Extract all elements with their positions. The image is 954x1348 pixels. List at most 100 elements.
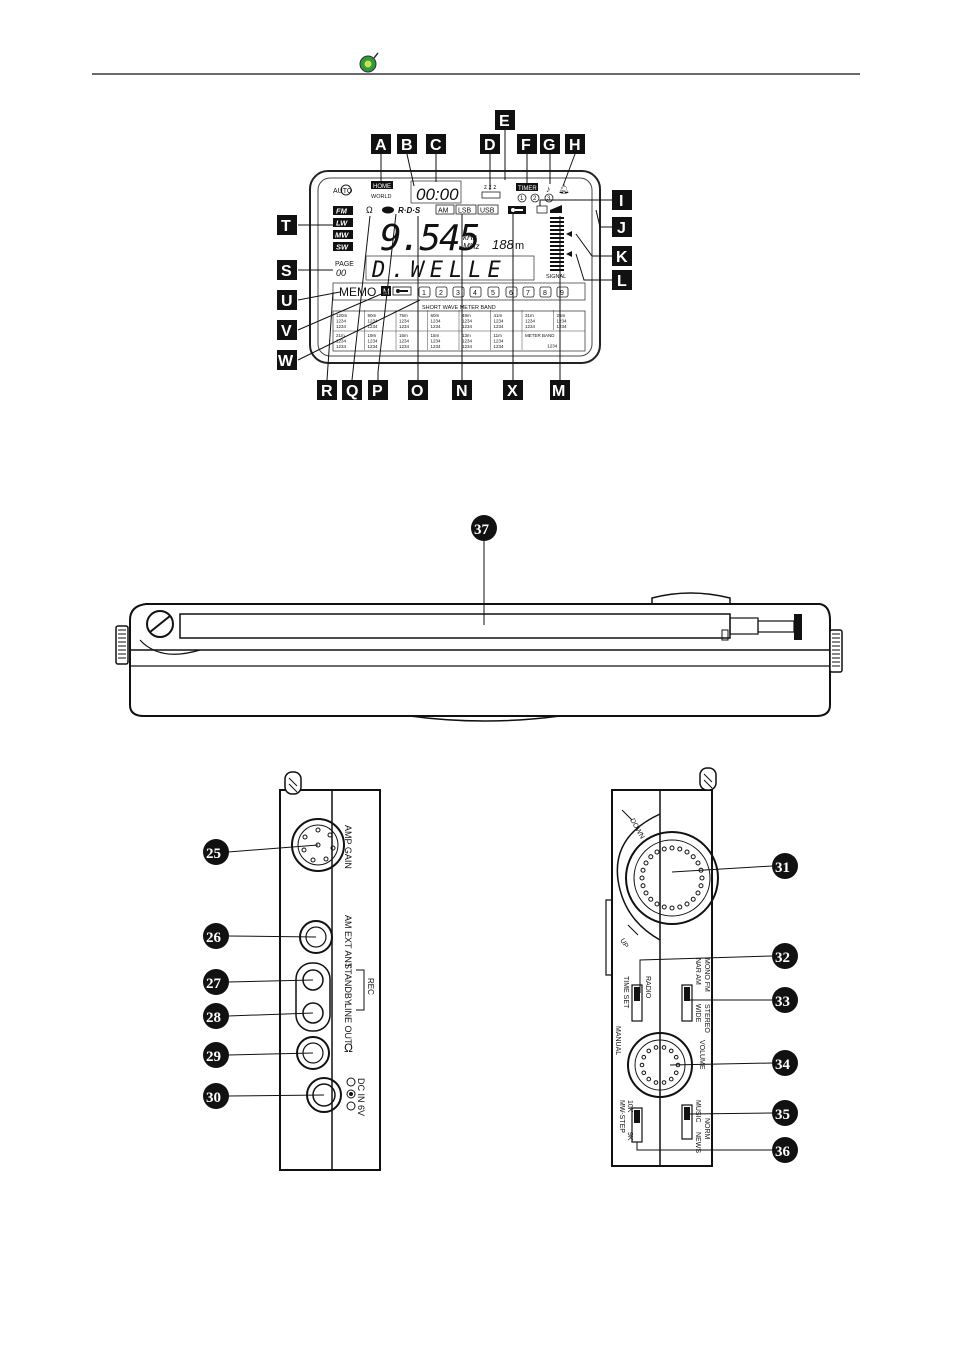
callout-N: N <box>456 383 468 400</box>
dial-dot <box>690 896 696 902</box>
memo-label: MEMO <box>339 285 376 299</box>
label-ampgain: AMP GAIN <box>343 825 353 869</box>
svg-text:9: 9 <box>560 290 564 297</box>
callout-S: S <box>281 263 292 280</box>
band-cell-value: 1234 <box>557 319 568 324</box>
band-sw: SW <box>336 243 349 252</box>
volume-dot <box>661 1045 667 1050</box>
label-standby: STANDBY <box>343 963 353 1005</box>
station-box <box>365 255 535 281</box>
dial-dot <box>698 883 704 889</box>
svg-text:7: 7 <box>526 290 530 297</box>
band-cell-label: 120m <box>336 313 348 318</box>
signal-meter <box>550 217 572 271</box>
alarm-bell-icon: 🔔︎ <box>558 184 569 194</box>
callout-35: 35 <box>775 1107 790 1123</box>
band-cell-value: 1234 <box>525 324 536 329</box>
band-indicators: FM LW MW SW <box>333 206 353 252</box>
preset-numbers: 1 2 3 4 5 6 7 8 9 <box>418 286 569 298</box>
unit-mhz: MHz <box>463 242 479 251</box>
memo-key-icon <box>392 286 412 296</box>
label-norm: NORM <box>703 1118 710 1140</box>
band-cell-value: 1234 <box>336 324 347 329</box>
home-label: HOME <box>373 184 391 190</box>
svg-text:6: 6 <box>509 290 513 297</box>
band-cell-label: 41m <box>494 313 503 318</box>
dial-dot <box>648 854 654 860</box>
world-label: WORLD <box>371 194 392 200</box>
label-rec: REC <box>366 978 375 995</box>
dial-dot <box>654 849 660 855</box>
callout-33: 33 <box>775 994 790 1010</box>
callout-O: O <box>411 383 423 400</box>
timer-badge <box>516 183 538 191</box>
dial-dot <box>695 860 701 866</box>
volume-dot <box>673 1070 679 1076</box>
svg-text:3: 3 <box>547 196 551 202</box>
band-cell-value: 1234 <box>399 324 410 329</box>
switch-32 <box>631 984 643 1022</box>
volume-dot <box>646 1048 652 1054</box>
label-stereo: STEREO <box>703 1004 710 1033</box>
callout-26: 26 <box>206 930 222 946</box>
volume-knob-dots <box>639 1045 681 1085</box>
label-news: NEWS <box>694 1132 701 1153</box>
dial-dot <box>640 867 646 873</box>
band-cell-value: 1234 <box>547 344 558 349</box>
callout-37-badge <box>471 515 497 541</box>
band-cell-value: 1234 <box>399 339 410 344</box>
svg-text:8: 8 <box>543 290 547 297</box>
callout-36: 36 <box>775 1144 791 1160</box>
band-cell-label: 13m <box>462 333 471 338</box>
band-cell-value: 1234 <box>462 324 473 329</box>
timer-label: TIMER <box>518 186 537 192</box>
label-nararm: NAR AM <box>694 958 701 985</box>
label-monofm: MONO FM <box>703 958 710 992</box>
lcd-outer-frame <box>309 170 601 364</box>
battery-icon <box>536 205 562 214</box>
callout-W: W <box>278 353 294 370</box>
band-cell-value: 1234 <box>431 319 442 324</box>
callout-D: D <box>484 137 496 154</box>
band-table-cells: 120m1234123490m1234123475m1234123460m123… <box>336 310 567 350</box>
auto-clock-icon <box>340 184 352 196</box>
svg-text:3: 3 <box>456 290 460 297</box>
callout-B: B <box>401 137 413 154</box>
music-note-icon: ♪ <box>546 184 551 194</box>
headphone-jack-icon: Ω <box>344 1041 353 1055</box>
band-cell-value: 1234 <box>336 344 347 349</box>
volume-dot <box>673 1054 679 1060</box>
callout-30: 30 <box>206 1090 221 1106</box>
callout-H: H <box>569 137 581 154</box>
label-volume: VOLUME <box>698 1040 705 1070</box>
volume-dot <box>653 1080 659 1085</box>
label-music: MUSIC <box>694 1100 701 1123</box>
right-knob <box>829 629 843 673</box>
meter-unit: m <box>515 240 524 252</box>
dial-dot <box>661 846 667 852</box>
volume-dot <box>668 1076 674 1082</box>
left-knob <box>115 625 129 665</box>
callout-U: U <box>281 293 293 310</box>
volume-dot <box>641 1070 647 1076</box>
volume-dot <box>653 1045 659 1050</box>
label-radio: RADIO <box>644 976 651 999</box>
band-cell-value: 1234 <box>462 344 473 349</box>
page-value: 00 <box>336 268 346 278</box>
label-up: UP <box>618 938 629 950</box>
dial-dot <box>677 846 683 852</box>
dial-dot <box>684 901 690 907</box>
dial-dot <box>643 890 649 896</box>
label-mwstep: MW-STEP <box>618 1100 625 1133</box>
callout-F: F <box>521 137 531 154</box>
band-cell-value: 1234 <box>431 339 442 344</box>
dial-dot <box>654 901 660 907</box>
frequency-readout: 9.545 <box>380 218 479 259</box>
callout-G: G <box>543 137 555 154</box>
band-cell-value: 1234 <box>336 339 347 344</box>
band-cell-label: 31m <box>525 313 534 318</box>
dc-polarity-icon <box>346 1077 356 1111</box>
label-dcin: DC IN 6V <box>356 1078 366 1116</box>
radio-left-side: AMP GAIN AM EXT ANT STANDBY LINE OUT REC… <box>203 771 381 1171</box>
key-lock-icon <box>508 206 526 214</box>
